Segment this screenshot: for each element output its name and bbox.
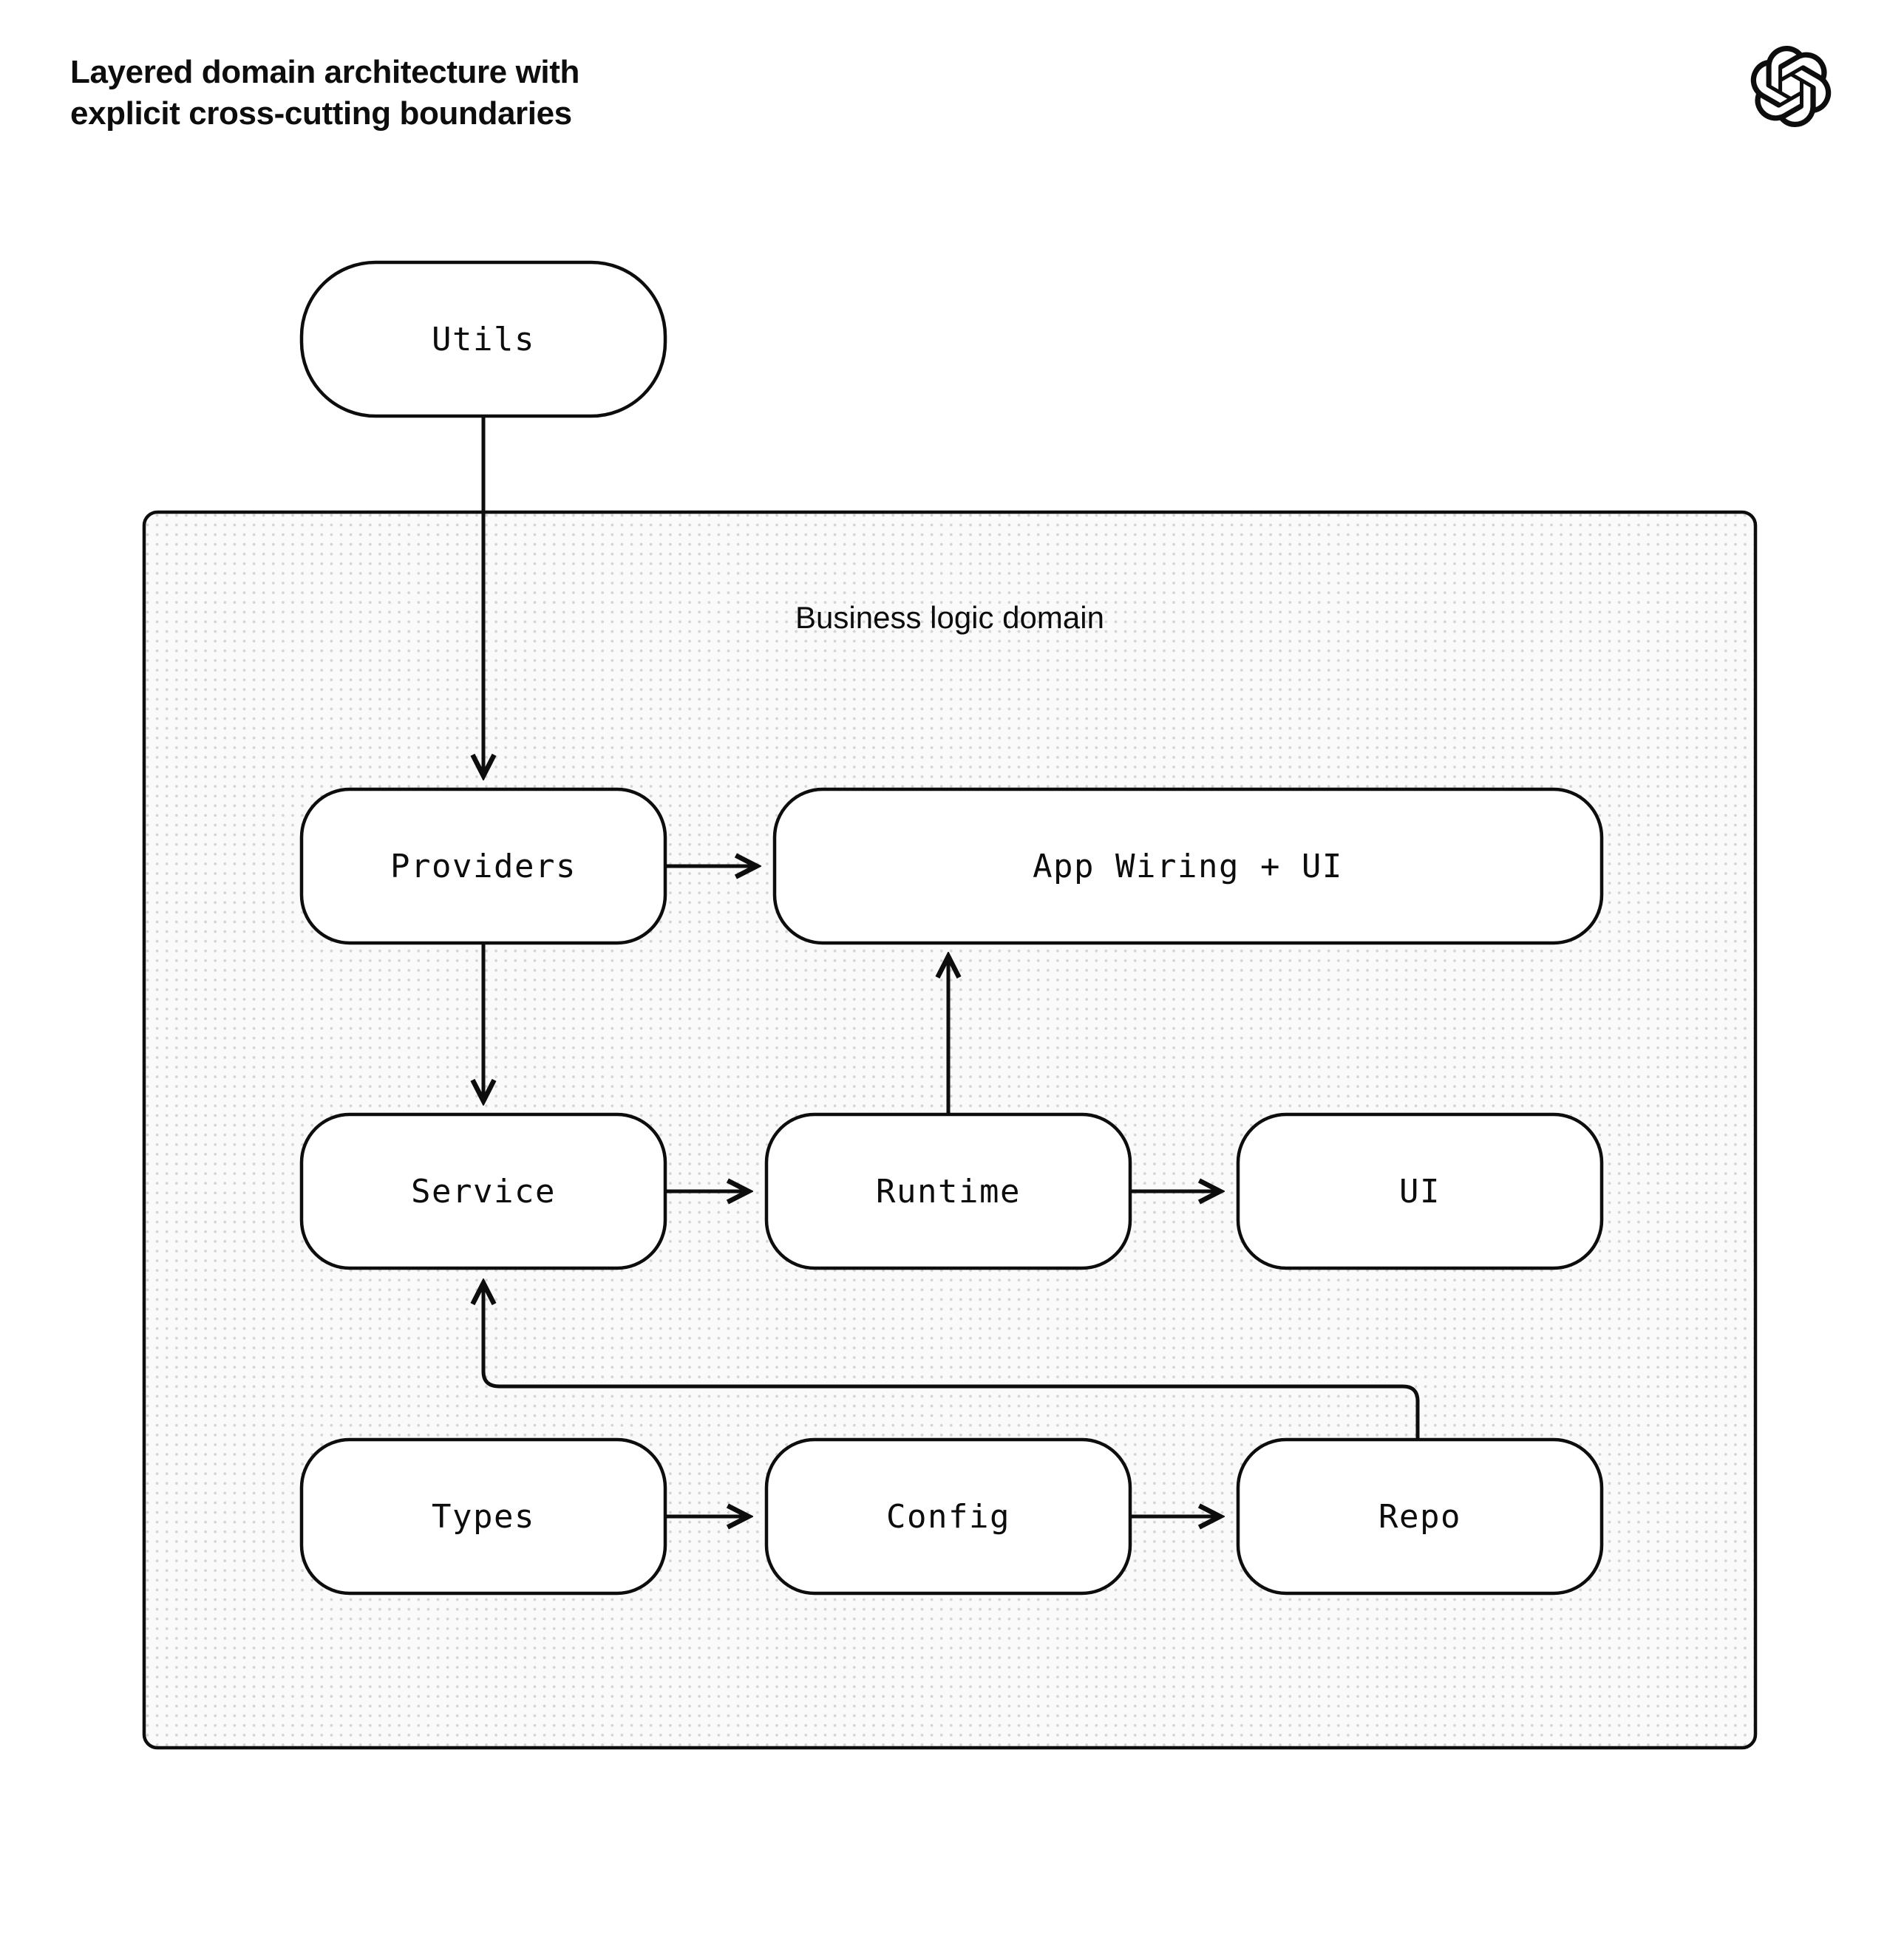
node-utils-shape[interactable] <box>299 260 667 418</box>
node-config[interactable]: Config <box>764 1437 1132 1596</box>
openai-logo <box>1750 46 1832 128</box>
node-app-wiring-ui[interactable]: App Wiring + UI <box>772 787 1604 945</box>
node-utils-label: Utils <box>432 321 535 358</box>
node-providers[interactable]: Providers <box>299 787 667 945</box>
diagram-nodes: Utils Providers App Wiring + UI Service … <box>299 260 1604 1596</box>
node-ui-label: UI <box>1399 1173 1441 1211</box>
node-config-label: Config <box>886 1498 1010 1536</box>
node-app-wiring-ui-label: App Wiring + UI <box>1033 848 1343 885</box>
diagram-edges <box>483 416 1420 1516</box>
node-types-label: Types <box>432 1498 535 1536</box>
node-runtime[interactable]: Runtime <box>764 1112 1132 1270</box>
node-service-shape[interactable] <box>299 1112 667 1270</box>
node-runtime-label: Runtime <box>876 1173 1021 1211</box>
node-providers-label: Providers <box>390 848 577 885</box>
node-app-wiring-ui-shape[interactable] <box>772 787 1604 945</box>
node-ui[interactable]: UI <box>1236 1112 1604 1270</box>
domain-container-label: Business logic domain <box>795 600 1104 635</box>
node-utils[interactable]: Utils <box>299 260 667 418</box>
node-types[interactable]: Types <box>299 1437 667 1596</box>
node-runtime-shape[interactable] <box>764 1112 1132 1270</box>
node-service-label: Service <box>411 1173 556 1211</box>
node-types-shape[interactable] <box>299 1437 667 1596</box>
edge-repo-to-service <box>483 1284 1420 1440</box>
node-service[interactable]: Service <box>299 1112 667 1270</box>
node-providers-shape[interactable] <box>299 787 667 945</box>
node-repo-label: Repo <box>1378 1498 1461 1536</box>
node-config-shape[interactable] <box>764 1437 1132 1596</box>
node-ui-shape[interactable] <box>1236 1112 1604 1270</box>
page-title: Layered domain architecture with explici… <box>70 54 579 132</box>
node-repo-shape[interactable] <box>1236 1437 1604 1596</box>
node-repo[interactable]: Repo <box>1236 1437 1604 1596</box>
